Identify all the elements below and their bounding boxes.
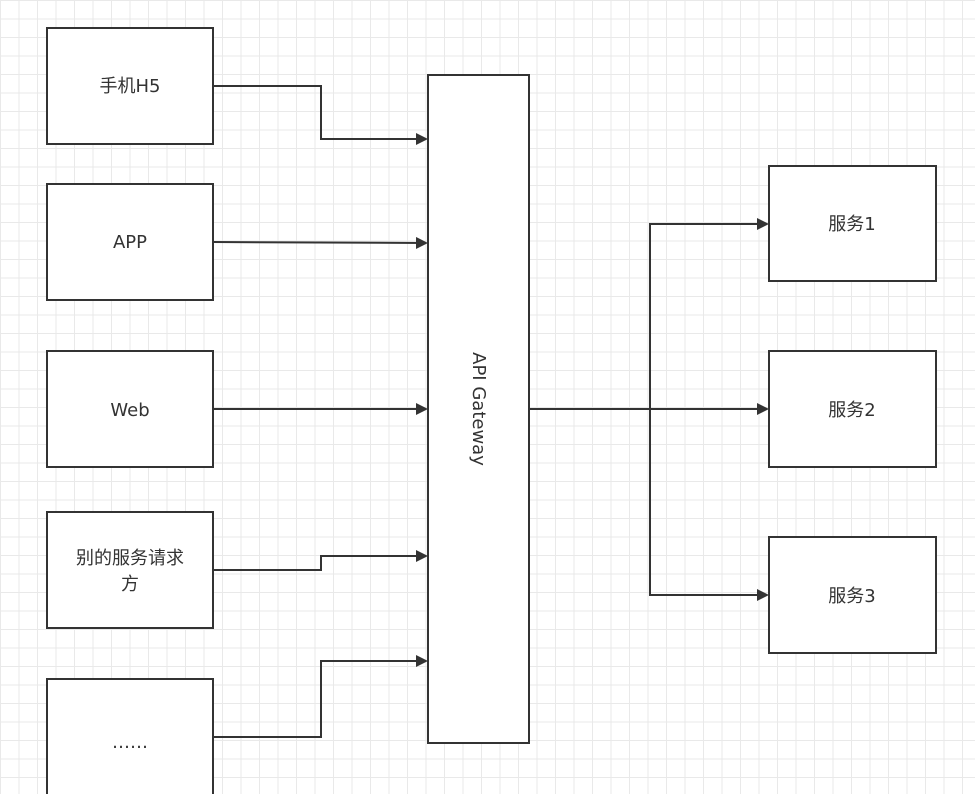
api-gateway: API Gateway (427, 74, 530, 744)
client-h5-label: 手机H5 (100, 76, 161, 97)
client-h5: 手机H5 (46, 27, 214, 145)
client-more-box (46, 678, 214, 794)
client-app-box (46, 183, 214, 301)
connector-gateway-to-service-1 (649, 218, 769, 409)
client-other-service-label-line1: 别的服务请求 (76, 548, 184, 569)
client-web: Web (46, 350, 214, 468)
api-gateway-label: API Gateway (468, 352, 489, 466)
service-1: 服务1 (768, 165, 937, 282)
service-1-label: 服务1 (828, 214, 875, 235)
client-app-label: APP (113, 232, 147, 253)
connector-gateway-to-service-3 (649, 409, 769, 601)
connector-h5-to-gateway (213, 85, 428, 145)
api-gateway-box (427, 74, 530, 744)
service-3-box (768, 536, 937, 654)
connector-other-to-gateway (213, 550, 428, 571)
service-2-box (768, 350, 937, 468)
connector-more-to-gateway (213, 655, 428, 738)
service-2: 服务2 (768, 350, 937, 468)
client-web-box (46, 350, 214, 468)
client-other-service: 别的服务请求 方 (46, 511, 214, 629)
client-other-service-box (46, 511, 214, 629)
client-more-label: …… (112, 732, 148, 753)
service-2-label: 服务2 (828, 400, 875, 421)
service-1-box (768, 165, 937, 282)
service-3-label: 服务3 (828, 586, 875, 607)
client-more: …… (46, 678, 214, 794)
client-h5-box (46, 27, 214, 145)
client-app: APP (46, 183, 214, 301)
client-web-label: Web (110, 400, 149, 421)
client-other-service-label-line2: 方 (121, 574, 139, 595)
connector-app-to-gateway (212, 236, 428, 249)
service-3: 服务3 (768, 536, 937, 654)
